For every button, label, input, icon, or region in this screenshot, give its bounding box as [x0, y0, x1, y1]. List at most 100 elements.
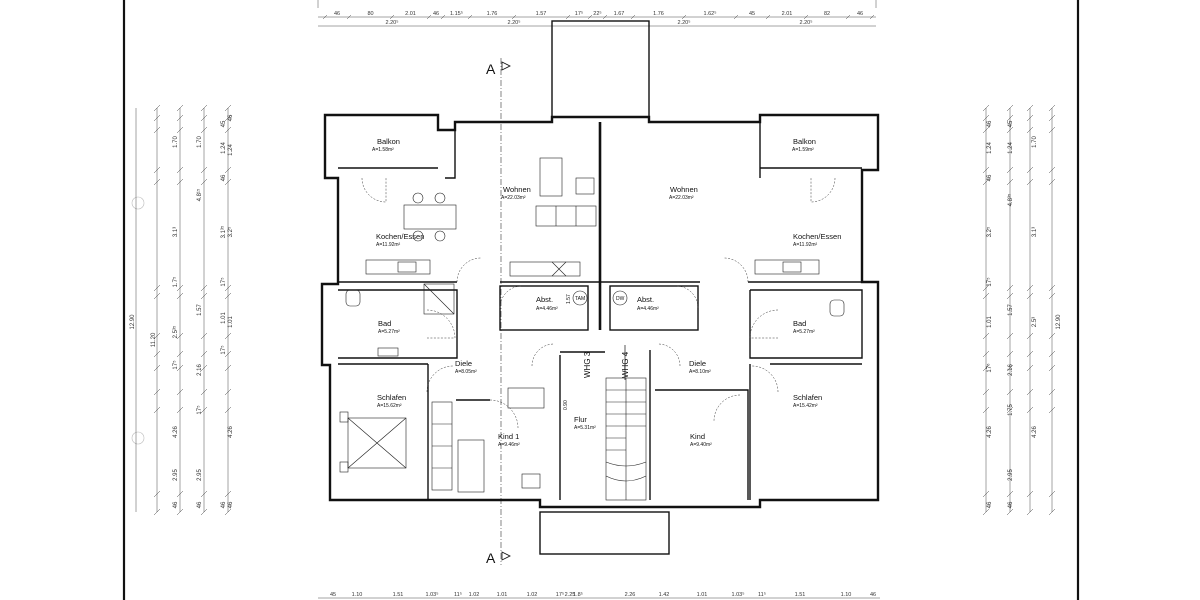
dimension-tick	[176, 114, 184, 122]
dimension-left: 1.01	[221, 312, 227, 324]
dimension-tick	[1006, 490, 1014, 498]
room-bad-right: Bad	[793, 319, 806, 328]
dimension-tick	[153, 114, 161, 122]
dimension-tick	[200, 104, 208, 112]
dimension-tick	[1006, 508, 1014, 516]
dimension-top-1: 1.76	[653, 11, 664, 17]
dimension-tick	[565, 14, 571, 20]
dimension-top-1: 17⁵	[575, 10, 583, 17]
dimension-bottom: 1.01	[697, 592, 708, 598]
dimension-left: 1.70	[197, 136, 203, 148]
dimension-bottom: 1.02	[469, 592, 480, 598]
dimension-top-1: 2.01	[782, 11, 793, 17]
dimension-right: 3.1³	[1032, 227, 1038, 237]
dimension-top-1: 46	[334, 11, 340, 17]
right-dimension-chains: 461.24463.2⁵17⁵1.0117⁵4.2646451.244.8³⁵1…	[982, 104, 1062, 516]
area-abst-left: A=4.46m²	[536, 306, 558, 312]
dimension-tick	[1048, 284, 1056, 292]
dimension-right: 3.2⁵	[986, 226, 993, 237]
area-balkon-left: A=1.58m²	[372, 147, 394, 153]
dimension-tick	[982, 350, 990, 358]
dimension-tick	[1026, 126, 1034, 134]
dimension-bottom: 1.51	[795, 592, 806, 598]
dimension-tick	[765, 14, 771, 20]
dimension-bottom: 1.42	[659, 592, 670, 598]
dimension-right: 2.5³	[1032, 317, 1038, 327]
dimension-tick	[602, 14, 608, 20]
dimension-right: 4.8³⁵	[1007, 193, 1014, 206]
dimension-tick	[1048, 166, 1056, 174]
unit-label-whg3: WHG 3	[583, 351, 592, 378]
room-balkon-right: Balkon	[793, 137, 816, 146]
dimension-tick	[1026, 104, 1034, 112]
dimension-bottom: 46	[870, 592, 876, 598]
dimension-top-1: 1.57	[536, 11, 547, 17]
dimension-top-1: 22⁵	[593, 10, 601, 17]
dimension-tick	[224, 104, 232, 112]
section-marker-bottom: A	[486, 550, 496, 566]
dimension-tick	[200, 126, 208, 134]
stair-dim-right: 1.57	[566, 294, 572, 304]
dimension-tick	[869, 14, 875, 20]
room-kind-1: Kind 1	[498, 432, 519, 441]
section-marker-top: A	[486, 61, 496, 77]
dimension-tick	[200, 292, 208, 300]
dimension-tick	[1048, 114, 1056, 122]
dimension-tick	[176, 166, 184, 174]
dimension-left: 46	[228, 501, 234, 508]
dimension-tick	[176, 388, 184, 396]
area-flur: A=5.31m²	[574, 425, 596, 431]
dimension-tick	[733, 14, 739, 20]
dimension-tick	[1048, 388, 1056, 396]
dimension-right: 17⁵	[986, 363, 993, 373]
dimension-tick	[1006, 388, 1014, 396]
dimension-tick	[176, 350, 184, 358]
room-diele-right: Diele	[689, 359, 706, 368]
dimension-right: 45	[1008, 120, 1014, 127]
room-abst-left: Abst.	[536, 295, 553, 304]
dimension-bottom: 45	[330, 592, 336, 598]
dimension-tick	[153, 508, 161, 516]
dimension-left: 1.7⁵	[172, 276, 179, 287]
dimension-tick	[1026, 388, 1034, 396]
dimension-tick	[176, 104, 184, 112]
dimension-tick	[1048, 490, 1056, 498]
dimension-tick	[200, 166, 208, 174]
dimension-tick	[224, 388, 232, 396]
dimension-top-1: 1.67	[614, 11, 625, 17]
dimension-tick	[511, 14, 517, 20]
dimension-tick	[200, 490, 208, 498]
area-diele-right: A=8.10m²	[689, 369, 711, 375]
dimension-top-1: 1.76	[487, 11, 498, 17]
dimension-left: 17⁵	[220, 277, 227, 287]
area-schlafen-left: A=15.62m²	[377, 403, 402, 409]
area-bad-right: A=5.27m²	[793, 329, 815, 335]
dimension-right: 12.90	[1056, 314, 1062, 330]
dimension-left: 1.24	[221, 142, 227, 154]
area-kochen-left: A=11.92m²	[376, 242, 401, 248]
appliance-dw: DW	[616, 296, 625, 302]
room-balkon-left: Balkon	[377, 137, 400, 146]
dimension-right: 1.57	[1008, 304, 1014, 316]
dimension-right: 17⁵	[986, 277, 993, 287]
dimension-tick	[176, 406, 184, 414]
punch-hole	[131, 431, 145, 445]
dimension-tick	[1006, 178, 1014, 186]
dimension-tick	[224, 350, 232, 358]
dimension-left: 4.26	[228, 426, 234, 438]
dimension-left: 17⁵	[196, 405, 203, 415]
room-schlafen-left: Schlafen	[377, 393, 406, 402]
dimension-top-2: 2.20⁵	[800, 19, 813, 26]
dimension-tick	[1006, 292, 1014, 300]
dimension-tick	[1048, 126, 1056, 134]
dimension-left: 46	[221, 501, 227, 508]
dimension-right: 1.01	[987, 316, 993, 328]
furniture	[339, 157, 845, 501]
dimension-top-1: 46	[433, 11, 439, 17]
dimension-tick	[1026, 166, 1034, 174]
dimension-tick	[1048, 178, 1056, 186]
dimension-tick	[803, 14, 809, 20]
dimension-tick	[153, 104, 161, 112]
dimension-tick	[982, 104, 990, 112]
room-kochen-left: Kochen/Essen	[376, 232, 424, 241]
